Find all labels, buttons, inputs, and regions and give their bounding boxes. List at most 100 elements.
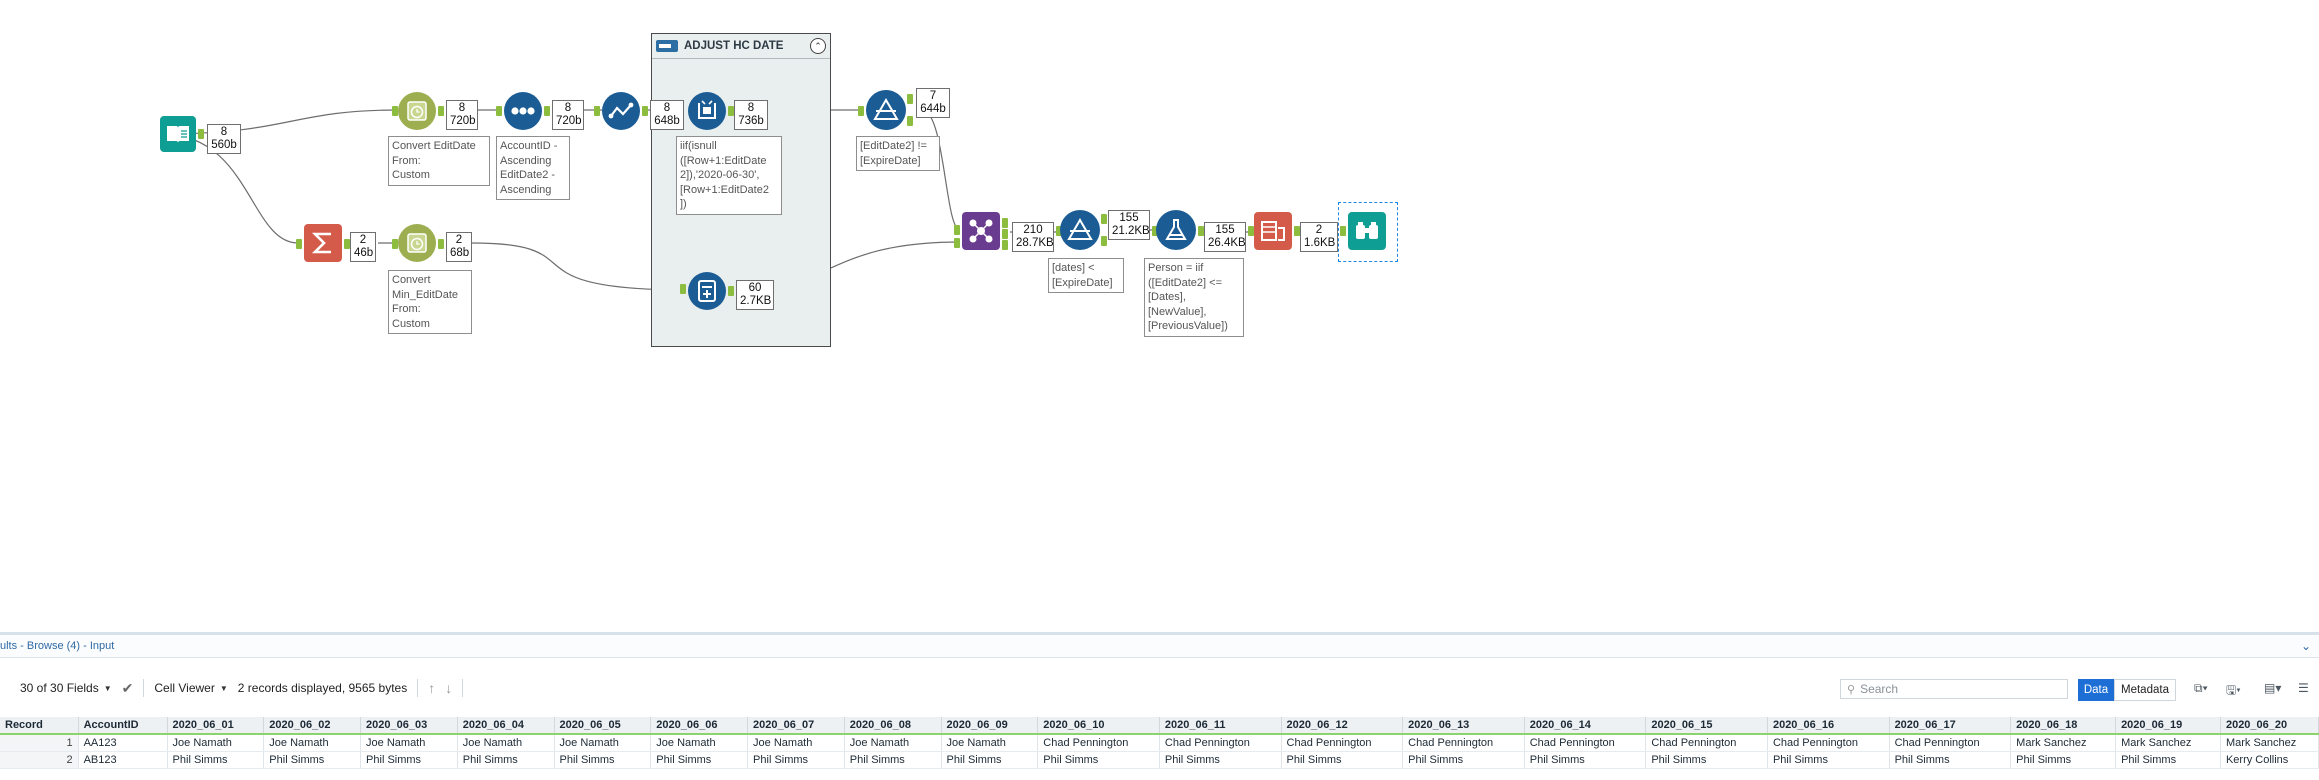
table-cell[interactable]: Phil Simms (1524, 751, 1647, 769)
datetime-tool[interactable] (398, 92, 436, 130)
column-header[interactable]: 2020_06_18 (2010, 717, 2117, 735)
column-header[interactable]: 2020_06_10 (1037, 717, 1160, 735)
table-cell[interactable]: Mark Sanchez (2115, 734, 2221, 752)
input-anchor[interactable] (496, 106, 502, 116)
output-anchor[interactable] (1294, 226, 1300, 236)
false-anchor[interactable] (907, 116, 913, 126)
chevron-down-icon[interactable]: ⌄ (2300, 639, 2311, 653)
table-cell[interactable]: Joe Namath (941, 734, 1039, 752)
table-cell[interactable]: Phil Simms (554, 751, 652, 769)
table-cell[interactable]: Joe Namath (554, 734, 652, 752)
output-anchor[interactable] (544, 106, 550, 116)
target-anchor[interactable] (680, 284, 686, 294)
table-cell[interactable]: Phil Simms (2010, 751, 2117, 769)
column-header[interactable]: 2020_06_09 (941, 717, 1039, 735)
table-cell[interactable]: Chad Pennington (1645, 734, 1768, 752)
fields-dropdown[interactable]: 30 of 30 Fields▼ (20, 681, 112, 695)
join-tool[interactable] (962, 212, 1000, 250)
table-cell[interactable]: Phil Simms (1889, 751, 2012, 769)
join-output-anchor[interactable] (1002, 240, 1008, 250)
column-header[interactable]: 2020_06_02 (263, 717, 362, 735)
column-header[interactable]: 2020_06_16 (1767, 717, 1890, 735)
table-cell[interactable]: Phil Simms (457, 751, 555, 769)
data-tab-button[interactable]: Data (2078, 679, 2114, 701)
join-output-anchor[interactable] (1002, 218, 1008, 228)
output-anchor[interactable] (728, 286, 734, 296)
column-header[interactable]: 2020_06_06 (650, 717, 749, 735)
input-anchor[interactable] (594, 106, 600, 116)
datetime-tool[interactable] (398, 224, 436, 262)
table-cell[interactable]: Chad Pennington (1889, 734, 2012, 752)
append-fields-tool[interactable] (688, 272, 726, 310)
left-input-anchor[interactable] (954, 225, 960, 235)
output-anchor[interactable] (438, 239, 444, 249)
column-header[interactable]: 2020_06_20 (2220, 717, 2319, 735)
column-header[interactable]: 2020_06_19 (2115, 717, 2221, 735)
table-cell[interactable]: Phil Simms (941, 751, 1039, 769)
output-anchor[interactable] (344, 239, 350, 249)
column-header[interactable]: 2020_06_07 (747, 717, 845, 735)
sort-tool[interactable] (504, 92, 542, 130)
table-cell[interactable]: Phil Simms (1767, 751, 1890, 769)
table-cell[interactable]: Chad Pennington (1402, 734, 1525, 752)
input-anchor[interactable] (392, 106, 398, 116)
input-data-tool[interactable] (160, 116, 196, 152)
table-cell[interactable]: Joe Namath (457, 734, 555, 752)
table-cell[interactable]: Chad Pennington (1159, 734, 1282, 752)
browse-tool[interactable] (1348, 212, 1386, 250)
column-header[interactable]: 2020_06_13 (1402, 717, 1525, 735)
table-cell[interactable]: Phil Simms (167, 751, 265, 769)
table-cell[interactable]: Phil Simms (1037, 751, 1160, 769)
table-cell[interactable]: Joe Namath (650, 734, 749, 752)
column-header[interactable]: 2020_06_11 (1159, 717, 1282, 735)
column-header[interactable]: 2020_06_03 (360, 717, 458, 735)
cross-tab-tool[interactable] (1254, 212, 1292, 250)
table-cell[interactable]: Phil Simms (1281, 751, 1404, 769)
table-cell[interactable]: AA123 (78, 734, 168, 752)
select-tool[interactable] (602, 92, 640, 130)
multi-row-formula-tool[interactable] (688, 92, 726, 130)
output-anchor[interactable] (642, 106, 648, 116)
table-options-icon[interactable]: ▤▾ (2264, 681, 2282, 695)
column-header[interactable]: 2020_06_14 (1524, 717, 1647, 735)
input-anchor[interactable] (1152, 226, 1158, 236)
column-header[interactable]: 2020_06_17 (1889, 717, 2012, 735)
output-anchor[interactable] (198, 129, 204, 139)
table-cell[interactable]: Phil Simms (263, 751, 362, 769)
filter-tool[interactable] (866, 90, 906, 130)
summarize-tool[interactable] (304, 224, 342, 262)
filter-tool[interactable] (1060, 210, 1100, 250)
arrow-down-icon[interactable]: ↓ (445, 680, 453, 696)
table-cell[interactable]: Phil Simms (844, 751, 942, 769)
column-header[interactable]: 2020_06_15 (1645, 717, 1768, 735)
formula-tool[interactable] (1156, 210, 1196, 250)
right-input-anchor[interactable] (954, 238, 960, 248)
table-cell[interactable]: Phil Simms (1402, 751, 1525, 769)
table-cell[interactable]: Phil Simms (1645, 751, 1768, 769)
table-cell[interactable]: Phil Simms (360, 751, 458, 769)
table-cell[interactable]: Joe Namath (167, 734, 265, 752)
join-output-anchor[interactable] (1002, 229, 1008, 239)
output-anchor[interactable] (438, 106, 444, 116)
table-cell[interactable]: Chad Pennington (1524, 734, 1647, 752)
copy-icon[interactable]: ⧉▾ (2194, 681, 2208, 695)
table-cell[interactable]: Joe Namath (360, 734, 458, 752)
table-cell[interactable]: Phil Simms (1159, 751, 1282, 769)
metadata-tab-button[interactable]: Metadata (2114, 679, 2176, 701)
table-cell[interactable]: Joe Namath (747, 734, 845, 752)
arrow-up-icon[interactable]: ↑ (428, 680, 436, 696)
table-cell[interactable]: Phil Simms (747, 751, 845, 769)
menu-icon[interactable]: ☰ (2298, 681, 2309, 695)
table-cell[interactable]: Phil Simms (2115, 751, 2221, 769)
cell-viewer-dropdown[interactable]: Cell Viewer▼ (154, 681, 227, 695)
record-number-cell[interactable]: 2 (0, 751, 79, 769)
table-cell[interactable]: AB123 (78, 751, 168, 769)
checkmark-icon[interactable]: ✔ (121, 679, 134, 696)
column-header[interactable]: 2020_06_05 (554, 717, 652, 735)
search-input[interactable]: ⚲ Search (1840, 679, 2068, 699)
table-cell[interactable]: Joe Namath (263, 734, 362, 752)
column-header[interactable]: 2020_06_04 (457, 717, 555, 735)
